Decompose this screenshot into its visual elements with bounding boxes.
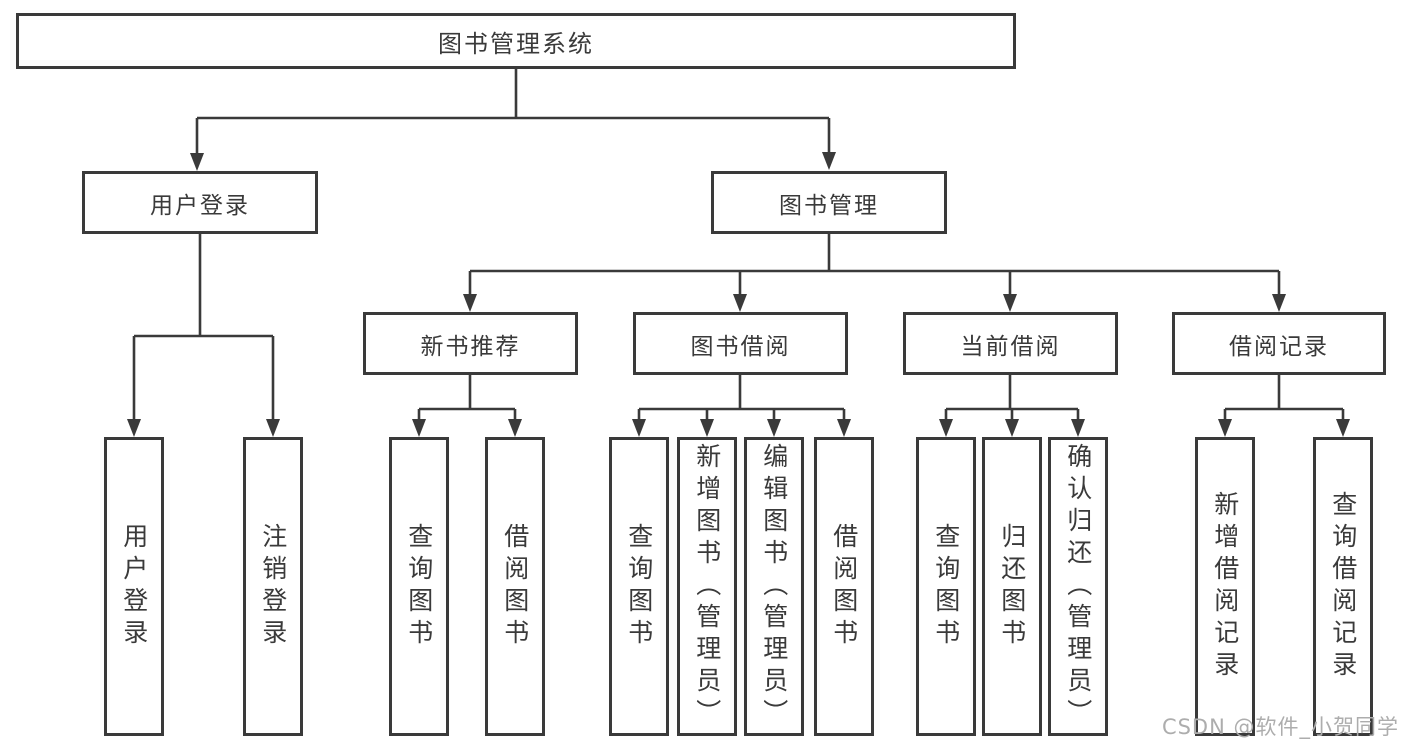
leaf-add-book-admin: 新增图书（管理员） bbox=[677, 437, 737, 736]
node-new-book-recommend-label: 新书推荐 bbox=[420, 333, 521, 360]
leaf-query-book-1-label: 查询图书 bbox=[404, 522, 434, 651]
node-current-borrow: 当前借阅 bbox=[903, 312, 1118, 375]
node-book-management: 图书管理 bbox=[711, 171, 947, 234]
leaf-logout-login-label: 注销登录 bbox=[258, 522, 288, 651]
leaf-user-login: 用户登录 bbox=[104, 437, 164, 736]
leaf-add-borrow-record: 新增借阅记录 bbox=[1195, 437, 1255, 736]
leaf-query-book-2-label: 查询图书 bbox=[624, 522, 654, 651]
leaf-return-book-label: 归还图书 bbox=[997, 522, 1027, 651]
node-book-borrow: 图书借阅 bbox=[633, 312, 848, 375]
leaf-add-borrow-record-label: 新增借阅记录 bbox=[1210, 490, 1240, 683]
leaf-add-book-admin-label: 新增图书（管理员） bbox=[692, 442, 722, 731]
leaf-borrow-book-1: 借阅图书 bbox=[485, 437, 545, 736]
leaf-query-book-2: 查询图书 bbox=[609, 437, 669, 736]
leaf-query-book-3-label: 查询图书 bbox=[931, 522, 961, 651]
node-new-book-recommend: 新书推荐 bbox=[363, 312, 578, 375]
leaf-query-borrow-record-label: 查询借阅记录 bbox=[1328, 490, 1358, 683]
leaf-borrow-book-2-label: 借阅图书 bbox=[829, 522, 859, 651]
leaf-query-book-3: 查询图书 bbox=[916, 437, 976, 736]
node-user-login: 用户登录 bbox=[82, 171, 318, 234]
node-current-borrow-label: 当前借阅 bbox=[960, 333, 1061, 360]
leaf-query-book-1: 查询图书 bbox=[389, 437, 449, 736]
node-root-system: 图书管理系统 bbox=[16, 13, 1016, 69]
leaf-edit-book-admin-label: 编辑图书（管理员） bbox=[759, 442, 789, 731]
leaf-query-borrow-record: 查询借阅记录 bbox=[1313, 437, 1373, 736]
node-root-label: 图书管理系统 bbox=[438, 29, 594, 58]
csdn-watermark: CSDN @软件_小贺同学 bbox=[1161, 715, 1399, 739]
leaf-borrow-book-2: 借阅图书 bbox=[814, 437, 874, 736]
node-book-management-label: 图书管理 bbox=[779, 192, 879, 219]
leaf-user-login-label: 用户登录 bbox=[119, 522, 149, 651]
node-user-login-label: 用户登录 bbox=[150, 192, 250, 219]
leaf-return-book: 归还图书 bbox=[982, 437, 1042, 736]
leaf-confirm-return-admin: 确认归还（管理员） bbox=[1048, 437, 1108, 736]
leaf-confirm-return-admin-label: 确认归还（管理员） bbox=[1063, 442, 1093, 731]
leaf-borrow-book-1-label: 借阅图书 bbox=[500, 522, 530, 651]
leaf-edit-book-admin: 编辑图书（管理员） bbox=[744, 437, 804, 736]
node-borrow-records-label: 借阅记录 bbox=[1229, 333, 1329, 360]
node-borrow-records: 借阅记录 bbox=[1172, 312, 1386, 375]
node-book-borrow-label: 图书借阅 bbox=[690, 333, 791, 360]
leaf-logout-login: 注销登录 bbox=[243, 437, 303, 736]
